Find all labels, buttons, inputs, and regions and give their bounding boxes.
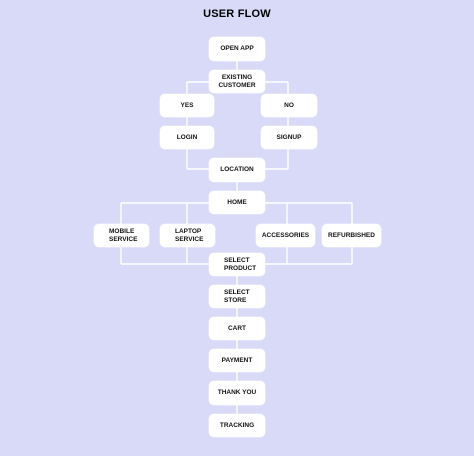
node-refurbished: REFURBISHED: [322, 224, 381, 247]
node-tracking: TRACKING: [209, 414, 265, 437]
diagram-title: USER FLOW: [203, 8, 271, 20]
node-home: HOME: [209, 191, 265, 214]
node-signup: SIGNUP: [261, 126, 317, 149]
node-login: LOGIN: [160, 126, 214, 149]
node-no: NO: [261, 94, 317, 117]
node-select-store: SELECT STORE: [209, 285, 265, 308]
node-thank-you: THANK YOU: [209, 381, 265, 405]
node-mobile-service: MOBILE SERVICE: [94, 224, 149, 247]
node-payment: PAYMENT: [209, 349, 265, 372]
node-accessories: ACCESSORIES: [256, 224, 315, 247]
node-open-app: OPEN APP: [209, 37, 265, 61]
node-existing-customer: EXISTING CUSTOMER: [209, 70, 265, 93]
node-cart: CART: [209, 317, 265, 340]
node-yes: YES: [160, 94, 214, 117]
node-laptop-service: LAPTOP SERVICE: [160, 224, 215, 247]
node-select-product: SELECT PRODUCT: [209, 253, 265, 276]
node-location: LOCATION: [209, 158, 265, 182]
